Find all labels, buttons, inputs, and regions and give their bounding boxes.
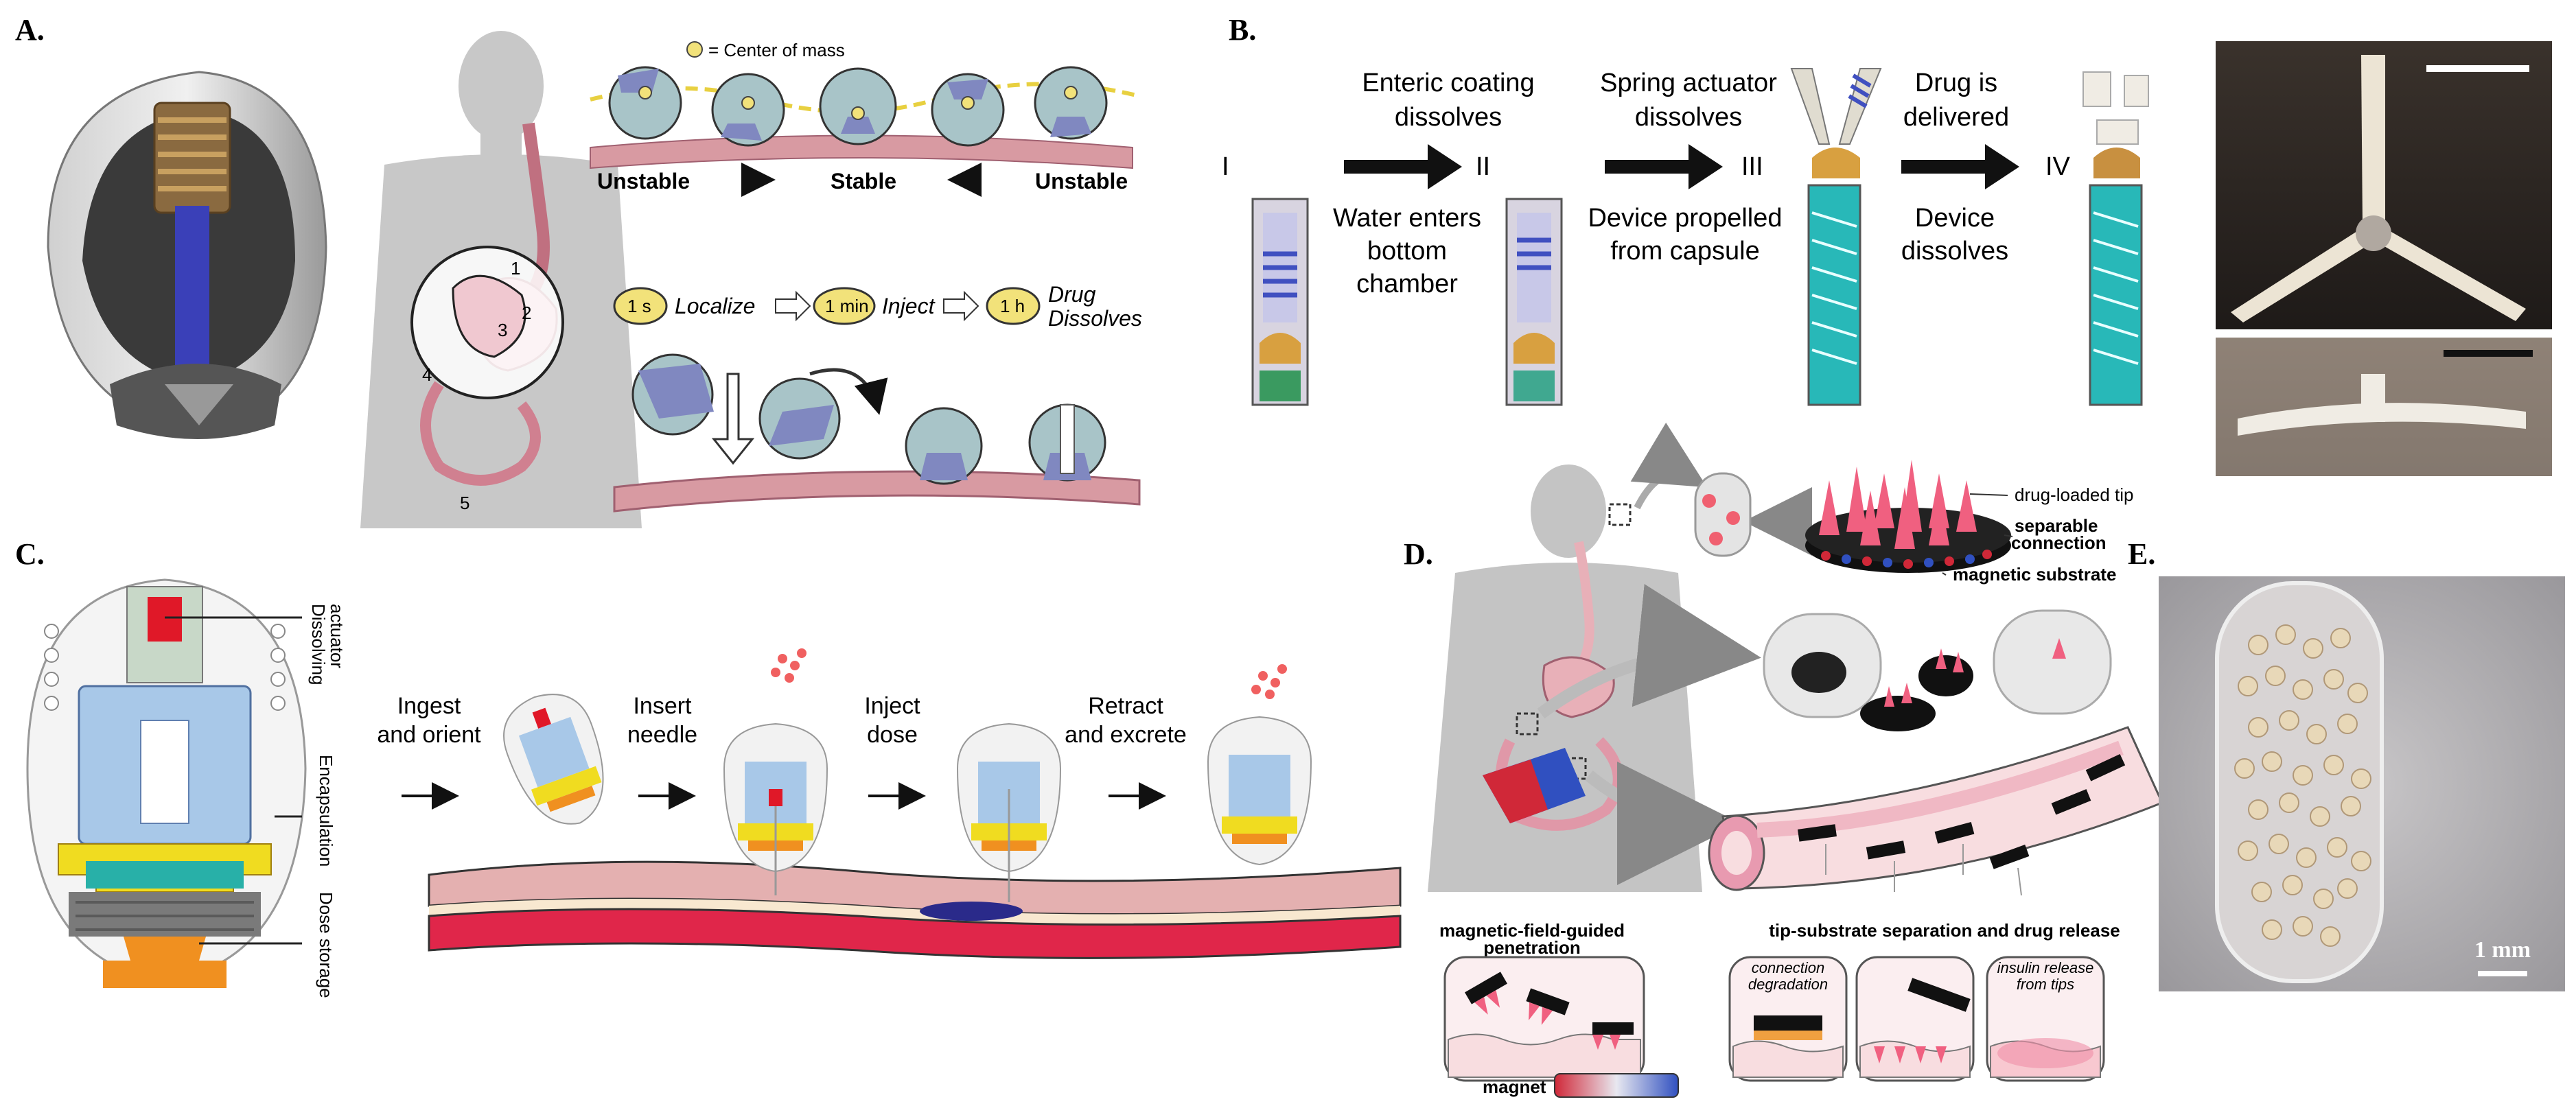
organ-number-3: 3 <box>498 320 507 340</box>
panel-label-a: A. <box>15 13 45 47</box>
panel-d-intestine <box>1708 726 2164 896</box>
label-unstable-right: Unstable <box>1035 169 1128 193</box>
timeline-step3-label-line1: Drug <box>1048 282 1096 307</box>
organ-number-2: 2 <box>522 303 531 323</box>
stage-iv: IV <box>2045 152 2071 181</box>
label-unstable-left: Unstable <box>597 169 690 193</box>
panel-b-device-stage-ii <box>1505 198 1563 406</box>
panel-label-e: E. <box>2128 537 2155 571</box>
panel-b-photo-top <box>2216 41 2552 329</box>
d-box2-line2: degradation <box>1748 976 1828 993</box>
stage-ii: II <box>1476 152 1490 181</box>
b-bottom1-line1: Water enters <box>1333 204 1481 233</box>
panel-b-device-stage-iii <box>1790 68 1882 406</box>
panel-b-arrows <box>1344 144 2019 189</box>
b-top2-line2: dissolves <box>1635 103 1742 132</box>
b-top3-line1: Drug is <box>1915 69 1997 97</box>
d-left-title-line1: magnetic-field-guided <box>1439 920 1625 941</box>
panel-e-micrograph <box>2159 576 2565 991</box>
d-box3-line1: insulin release <box>1997 959 2094 976</box>
panel-d-penetration-box <box>1443 956 1645 1082</box>
d-magnet-label: magnet <box>1483 1077 1546 1097</box>
timeline-step3-time: 1 h <box>1000 296 1025 316</box>
c-step4-line1: Retract <box>1088 693 1163 719</box>
panel-b-photo-bottom <box>2216 338 2552 476</box>
c-step1-line2: and orient <box>377 722 481 748</box>
panel-a-stability-row <box>590 41 1140 169</box>
panel-c-tissue-layers <box>428 860 1402 959</box>
panel-a-timeline <box>613 287 1041 325</box>
panel-label-b: B. <box>1229 13 1256 47</box>
d-label-substrate: magnetic substrate <box>1953 564 2116 585</box>
label-stable: Stable <box>831 169 896 193</box>
panel-d-microneedle-patch <box>1805 460 2013 576</box>
d-right-title: tip-substrate separation and drug releas… <box>1769 920 2120 941</box>
center-of-mass-legend: = Center of mass <box>708 40 845 60</box>
panel-label-c: C. <box>15 537 45 571</box>
d-label-conn-line1: separable <box>2015 515 2098 536</box>
b-top3-line2: delivered <box>1903 103 2009 132</box>
organ-number-1: 1 <box>511 258 520 279</box>
panel-a-deployment-sequence <box>613 353 1141 513</box>
c-step2-line2: needle <box>627 722 697 748</box>
timeline-step2-time: 1 min <box>825 296 869 316</box>
b-top1-line2: dissolves <box>1395 103 1502 132</box>
d-label-tip: drug-loaded tip <box>2015 484 2133 505</box>
b-top1-line1: Enteric coating <box>1362 69 1534 97</box>
e-scale-label: 1 mm <box>2474 937 2531 963</box>
c-step4-line2: and excrete <box>1065 722 1187 748</box>
magnet-bar <box>1554 1073 1679 1098</box>
b-bottom1-line3: chamber <box>1356 270 1458 298</box>
panel-c-mini-devices <box>503 648 1312 902</box>
c-side-label3: Dose storage <box>316 892 336 998</box>
d-box3-line2: from tips <box>2017 976 2074 993</box>
panel-a-body-silhouette <box>360 31 642 528</box>
panel-b-device-stage-iv <box>2082 71 2149 406</box>
panel-label-d: D. <box>1404 537 1433 571</box>
timeline-step2-label: Inject <box>882 294 936 318</box>
b-bottom3-line2: dissolves <box>1901 237 2008 266</box>
b-bottom2-line2: from capsule <box>1610 237 1760 266</box>
panel-d-capsule-sketch <box>1694 472 1752 557</box>
panel-d-degradation-box <box>1728 956 1848 1082</box>
panel-a-capsule-cutaway <box>47 71 327 439</box>
b-bottom3-line1: Device <box>1915 204 1995 233</box>
organ-number-5: 5 <box>460 493 469 513</box>
stage-iii: III <box>1741 152 1763 181</box>
c-step3-line2: dose <box>867 722 918 748</box>
d-label-conn-line2: connection <box>2011 532 2107 553</box>
c-side-label1-line1: Dissolving <box>308 604 329 685</box>
panel-c-device-cross-section <box>26 578 307 988</box>
b-bottom1-line2: bottom <box>1367 237 1447 266</box>
panel-d-capsule-release <box>1763 609 2112 731</box>
panel-b-device-stage-i <box>1251 198 1309 406</box>
timeline-step1-label: Localize <box>675 294 755 318</box>
c-step3-line1: Inject <box>864 693 920 719</box>
c-side-label1-line2: actuator <box>327 604 347 668</box>
b-top2-line1: Spring actuator <box>1600 69 1777 97</box>
b-bottom2-line1: Device propelled <box>1588 204 1782 233</box>
timeline-step3-label-line2: Dissolves <box>1048 306 1142 331</box>
d-box2-line1: connection <box>1752 959 1824 976</box>
panel-d-release-box-2 <box>1986 956 2105 1082</box>
panel-d-zoom-arrows <box>1537 422 1812 885</box>
panel-d-release-box-1 <box>1855 956 1975 1082</box>
c-side-label2: Encapsulation <box>316 755 336 867</box>
c-step1-line1: Ingest <box>397 693 461 719</box>
panel-d-body-silhouette <box>1428 465 1702 892</box>
timeline-step1-time: 1 s <box>627 296 651 316</box>
d-left-title-line2: penetration <box>1483 937 1581 958</box>
c-step2-line1: Insert <box>633 693 692 719</box>
organ-number-4: 4 <box>422 364 432 385</box>
stage-i: I <box>1222 152 1229 181</box>
